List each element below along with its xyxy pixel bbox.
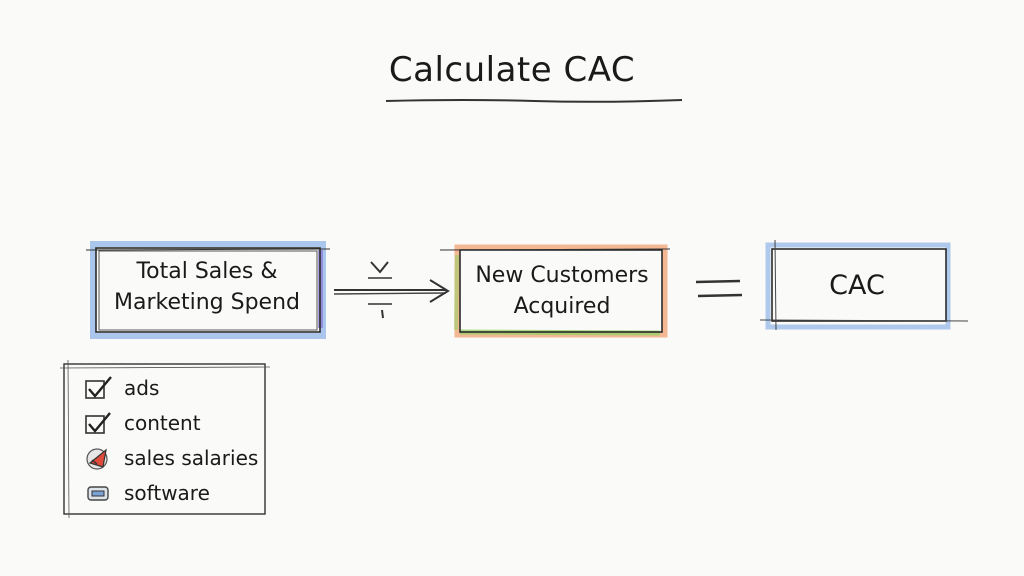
checklist-item: content xyxy=(84,405,258,440)
denominator-line-1: New Customers xyxy=(475,263,649,288)
denominator-label: New Customers Acquired xyxy=(460,260,664,322)
result-label: CAC xyxy=(829,270,885,301)
checklist-item: sales salaries xyxy=(84,440,258,475)
checklist-item-label: ads xyxy=(124,375,160,400)
numerator-label: Total Sales & Marketing Spend xyxy=(100,256,314,318)
checkmark-icon xyxy=(85,375,112,399)
title-underline xyxy=(385,99,683,103)
numerator-line-1: Total Sales & xyxy=(136,259,278,284)
checklist-item-label: sales salaries xyxy=(124,445,259,470)
numerator-line-2: Marketing Spend xyxy=(113,290,300,315)
spend-checklist: ads content sales salaries software xyxy=(84,370,258,510)
checkmark-icon xyxy=(85,411,111,434)
denominator-line-2: Acquired xyxy=(513,294,611,319)
numerator-box xyxy=(85,241,331,339)
denominator-box xyxy=(439,244,671,338)
checklist-frame xyxy=(59,359,271,519)
megaphone-icon xyxy=(86,447,108,470)
divide-arrow xyxy=(333,261,450,319)
diagram-title: Calculate CAC xyxy=(388,50,636,90)
checklist-item-label: software xyxy=(124,480,210,505)
software-icon xyxy=(87,485,109,501)
checklist-item-label: content xyxy=(124,410,201,435)
checklist-item: software xyxy=(84,475,258,510)
result-box xyxy=(759,239,969,331)
equals-sign xyxy=(695,279,743,298)
checklist-item: ads xyxy=(84,370,258,405)
